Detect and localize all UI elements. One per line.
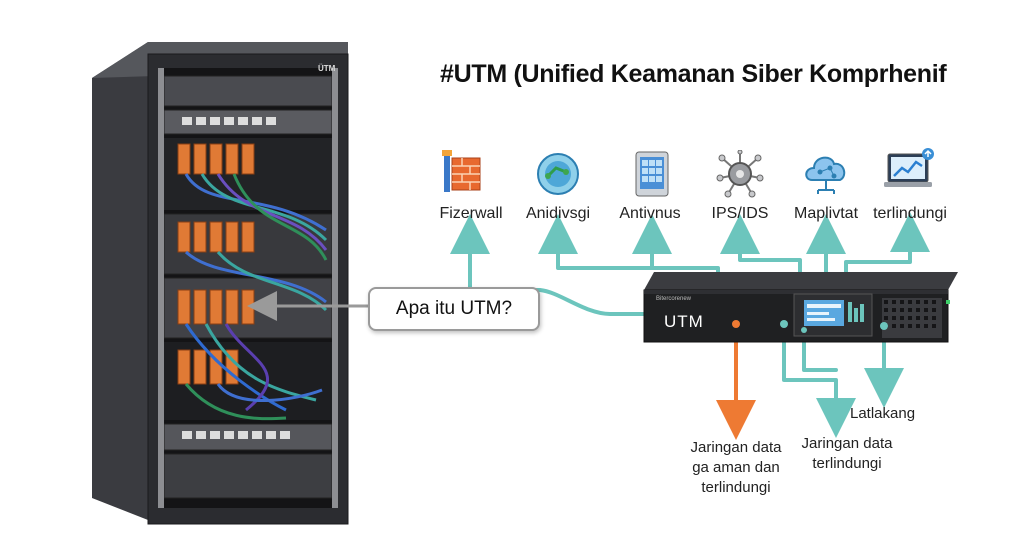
server-rack (92, 42, 349, 525)
rack-brand: ÜTM (318, 64, 336, 73)
output-note-left: Jaringan data ga aman dan terlindungi (690, 439, 782, 496)
output-note-right: Latlakang (850, 405, 916, 422)
laptop-chart-icon (884, 148, 934, 187)
feature-label-antivnus: Antivnus (619, 205, 681, 222)
arrow-firewall (450, 214, 650, 316)
tablet-grid-icon (635, 151, 669, 197)
cloud-network-icon (805, 156, 846, 194)
arrow-middle-output (782, 324, 856, 438)
globe-network-icon (537, 153, 579, 195)
output-note-middle: Jaringan data terlindungi (801, 435, 893, 472)
gear-network-icon (716, 150, 764, 198)
utm-appliance (643, 272, 958, 343)
device-label: UTM (664, 312, 704, 331)
feature-label-firewall: Fizerwall (439, 205, 503, 222)
feature-label-ips-ids: IPS/IDS (711, 205, 769, 222)
feature-label-terlindungi: terlindungi (873, 205, 947, 222)
patch-cables (184, 173, 328, 421)
device-brand: Bitercorenew (656, 296, 692, 302)
callout-box: Apa itu UTM? (368, 287, 540, 331)
feature-label-maplivtat: Maplivtat (793, 205, 859, 222)
page-title: #UTM (Unified Keamanan Siber Komprhenif (440, 60, 947, 88)
firewall-icon (442, 150, 481, 192)
feature-label-anidivsgi: Anidivsgi (525, 205, 591, 222)
